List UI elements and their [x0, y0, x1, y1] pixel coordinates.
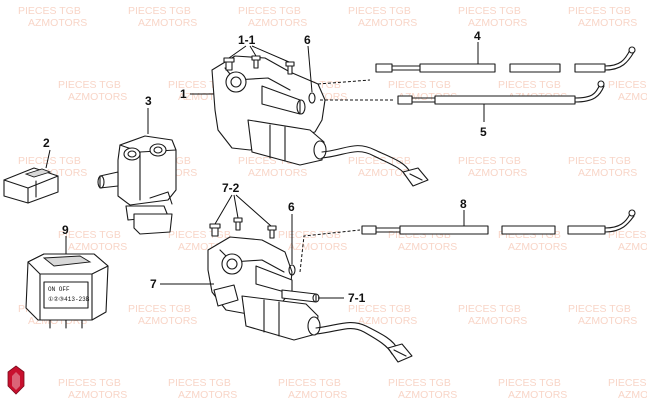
watermark-text: PIECES TGB [58, 229, 121, 241]
watermark-text: AZMOTORS [578, 17, 637, 29]
watermark-text: AZMOTORS [138, 17, 197, 29]
part-1-actuator-upper [211, 55, 429, 187]
part-4-cable [375, 46, 636, 73]
watermark-text: PIECES TGB [458, 155, 521, 167]
watermark-text: PIECES TGB [168, 229, 231, 241]
watermark-text: PIECES TGB [568, 303, 631, 315]
watermark-text: PIECES TGB [458, 5, 521, 17]
watermark-text: PIECES TGB [238, 5, 301, 17]
watermark-text: AZMOTORS [508, 241, 567, 253]
cable-8-guide-line [299, 229, 361, 273]
part-5-cable [397, 80, 605, 105]
part-2-relay [3, 167, 59, 204]
watermark-text: PIECES TGB [348, 303, 411, 315]
watermark-text: PIECES TGB [388, 377, 451, 389]
watermark-text: PIECES TGB [498, 79, 561, 91]
brand-logo-icon [7, 365, 25, 395]
watermark-text: AZMOTORS [68, 241, 127, 253]
callout-6-upper: 6 [304, 33, 311, 47]
watermark-text: PIECES TGB [58, 79, 121, 91]
watermark-text: PIECES TGB [608, 79, 647, 91]
watermark-text: AZMOTORS [618, 389, 647, 400]
watermark-text: PIECES TGB [458, 303, 521, 315]
watermark-text: AZMOTORS [578, 315, 637, 327]
watermark-text: AZMOTORS [508, 389, 567, 400]
watermark-text: PIECES TGB [168, 377, 231, 389]
watermark-text: PIECES TGB [608, 377, 647, 389]
watermark-text: AZMOTORS [398, 241, 457, 253]
watermark-text: AZMOTORS [248, 17, 307, 29]
watermark-text: AZMOTORS [138, 315, 197, 327]
callout-5: 5 [480, 125, 487, 139]
callout-3: 3 [145, 94, 152, 108]
callout-1-1: 1-1 [238, 33, 256, 47]
watermark-text: AZMOTORS [68, 91, 127, 103]
switch-part-code: ①②③413-23B [48, 296, 90, 303]
callout-6-lower: 6 [288, 200, 295, 214]
watermark-text: PIECES TGB [278, 377, 341, 389]
part-9-rocker-switch: ON OFF ①②③413-23B [25, 253, 109, 329]
callout-7: 7 [150, 277, 157, 291]
callout-1: 1 [180, 87, 187, 101]
callout-2: 2 [43, 136, 50, 150]
callout-9: 9 [62, 223, 69, 237]
watermark-text: AZMOTORS [288, 389, 347, 400]
watermark-text: AZMOTORS [288, 241, 347, 253]
watermark-text: PIECES TGB [388, 79, 451, 91]
leader-lines [45, 42, 485, 299]
watermark-text: PIECES TGB [18, 5, 81, 17]
watermark-text: PIECES TGB [498, 377, 561, 389]
watermark-text: PIECES TGB [608, 229, 647, 241]
watermark-text: PIECES TGB [348, 5, 411, 17]
watermark-text: AZMOTORS [358, 315, 417, 327]
callout-7-2: 7-2 [222, 181, 240, 195]
watermark-text: PIECES TGB [128, 303, 191, 315]
watermark-text: AZMOTORS [468, 315, 527, 327]
watermark-text: PIECES TGB [568, 5, 631, 17]
watermark-text: AZMOTORS [358, 17, 417, 29]
watermark-text: PIECES TGB [568, 155, 631, 167]
watermark-text: PIECES TGB [128, 5, 191, 17]
watermark-text: AZMOTORS [398, 389, 457, 400]
watermark-text: AZMOTORS [68, 389, 127, 400]
callout-7-1: 7-1 [348, 291, 366, 305]
part-3-control-housing [97, 135, 177, 235]
callout-4: 4 [474, 29, 481, 43]
part-8-cable [361, 209, 636, 235]
part-7-actuator-lower [207, 217, 413, 363]
watermark-text: AZMOTORS [618, 91, 647, 103]
watermark-text: AZMOTORS [248, 167, 307, 179]
watermark-text: AZMOTORS [178, 389, 237, 400]
watermark-text: AZMOTORS [468, 17, 527, 29]
watermark-text: AZMOTORS [28, 17, 87, 29]
watermark-text: AZMOTORS [618, 241, 647, 253]
watermark-text: PIECES TGB [348, 155, 411, 167]
watermark-text: AZMOTORS [468, 167, 527, 179]
switch-on-off-label: ON OFF [48, 286, 70, 293]
watermark-text: AZMOTORS [578, 167, 637, 179]
watermark-text: PIECES TGB [58, 377, 121, 389]
cable-4-guide-line [317, 79, 371, 85]
watermark-text: AZMOTORS [358, 167, 417, 179]
watermark-text: PIECES TGB [18, 155, 81, 167]
callout-8: 8 [460, 197, 467, 211]
